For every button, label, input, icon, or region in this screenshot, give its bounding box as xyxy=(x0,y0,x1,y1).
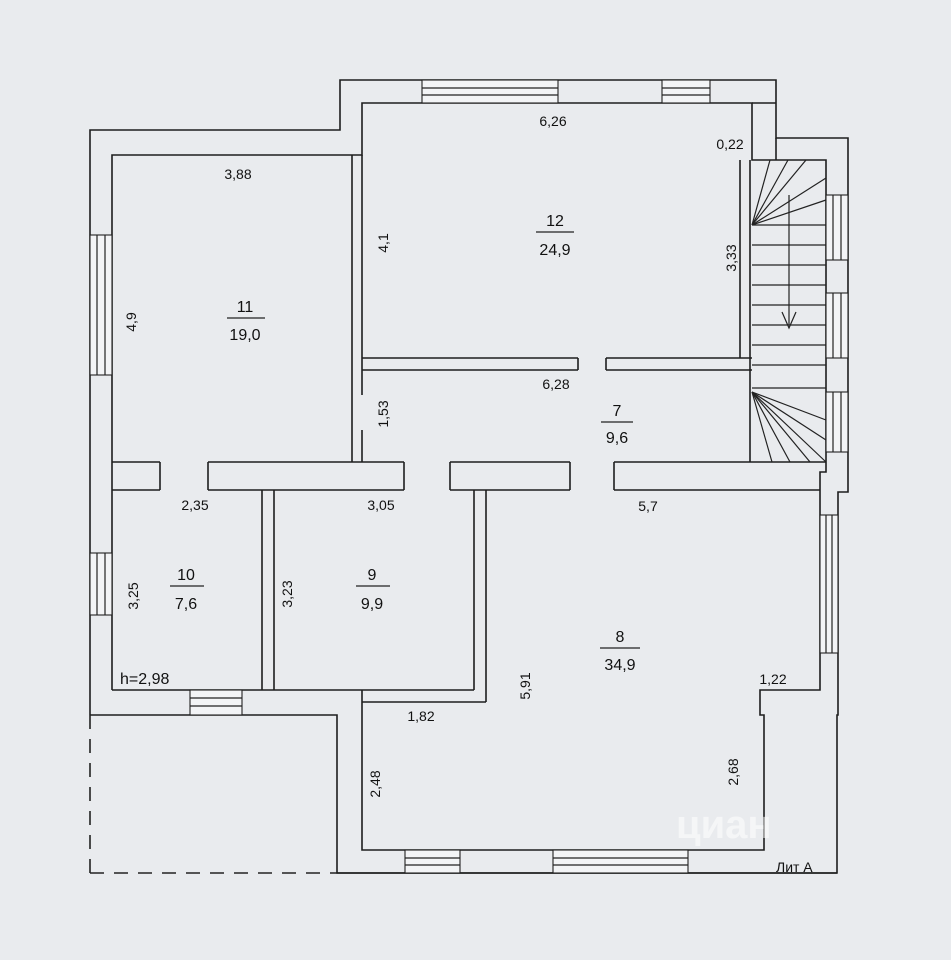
room-12-area: 24,9 xyxy=(539,242,570,259)
dim-3-33: 3,33 xyxy=(723,244,739,271)
dim-1-82: 1,82 xyxy=(407,708,434,724)
window-right-stair-1 xyxy=(825,194,849,261)
staircase xyxy=(751,159,827,463)
room-11: 11 19,0 xyxy=(227,299,265,344)
dim-3-05: 3,05 xyxy=(367,497,394,513)
dim-4-9: 4,9 xyxy=(123,312,139,332)
window-right-stair-2 xyxy=(825,292,849,359)
window-left-room-11 xyxy=(89,234,113,376)
dim-4-1: 4,1 xyxy=(375,233,391,253)
outer-wall-outer-line xyxy=(89,79,849,874)
windows xyxy=(89,79,849,874)
room-10: 10 7,6 xyxy=(170,567,204,613)
ceiling-height: h=2,98 xyxy=(120,671,169,688)
dim-1-22: 1,22 xyxy=(759,671,786,687)
interior-walls xyxy=(112,155,826,703)
watermark: циан xyxy=(676,803,772,847)
room-10-number: 10 xyxy=(177,567,195,584)
dim-2-68: 2,68 xyxy=(725,758,741,785)
room-9-area: 9,9 xyxy=(361,596,383,613)
window-left-room-10 xyxy=(89,552,113,616)
dim-3-23: 3,23 xyxy=(279,580,295,607)
room-7: 7 9,6 xyxy=(601,403,633,447)
room-11-area: 19,0 xyxy=(229,327,260,344)
window-bottom-room-10 xyxy=(189,689,243,716)
dim-6-26: 6,26 xyxy=(539,113,566,129)
dim-3-25: 3,25 xyxy=(125,582,141,609)
room-11-number: 11 xyxy=(237,299,254,316)
room-8: 8 34,9 xyxy=(600,629,640,674)
room-8-number: 8 xyxy=(616,629,625,646)
room-labels: 11 19,0 12 24,9 7 9,6 10 7,6 9 9,9 8 34,… xyxy=(170,213,640,674)
dim-2-48: 2,48 xyxy=(367,770,383,797)
outer-walls xyxy=(89,79,849,874)
window-top-right xyxy=(661,79,711,104)
window-right-room-8 xyxy=(819,514,839,654)
dim-1-53: 1,53 xyxy=(375,400,391,427)
room-8-area: 34,9 xyxy=(604,657,635,674)
stair-arrow-head xyxy=(781,311,797,330)
dim-0-22: 0,22 xyxy=(716,136,743,152)
window-top-left xyxy=(421,79,559,104)
room-7-number: 7 xyxy=(613,403,622,420)
room-7-area: 9,6 xyxy=(606,430,628,447)
room-12: 12 24,9 xyxy=(536,213,574,259)
building-label: Лит А xyxy=(776,859,813,875)
dim-2-35: 2,35 xyxy=(181,497,208,513)
dim-3-88: 3,88 xyxy=(224,166,251,182)
dimension-labels: 6,26 0,22 3,88 4,1 3,33 4,9 6,28 1,53 2,… xyxy=(123,113,787,798)
room-9: 9 9,9 xyxy=(356,567,390,613)
dim-5-7: 5,7 xyxy=(638,498,658,514)
window-bottom-8-left xyxy=(404,849,461,874)
window-bottom-8-right xyxy=(552,849,689,874)
room-9-number: 9 xyxy=(368,567,377,584)
dim-6-28: 6,28 xyxy=(542,376,569,392)
window-right-stair-3 xyxy=(825,391,849,453)
dim-5-91: 5,91 xyxy=(517,672,533,699)
room-10-area: 7,6 xyxy=(175,596,197,613)
outer-wall-inner-line xyxy=(111,102,827,851)
room-12-number: 12 xyxy=(546,213,564,230)
